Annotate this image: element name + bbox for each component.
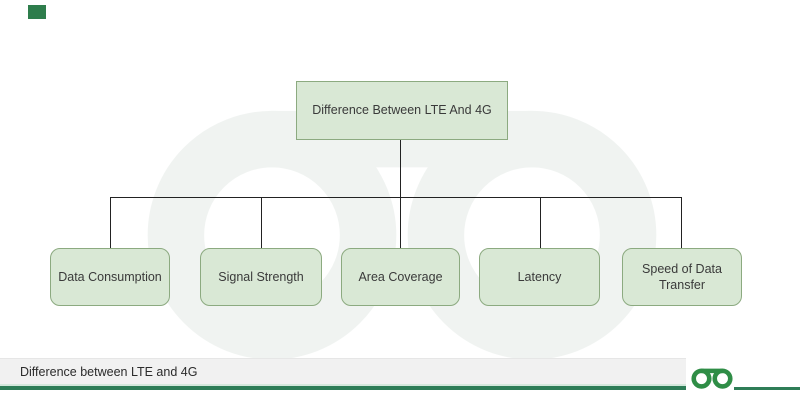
- node-label: Latency: [517, 269, 562, 284]
- diagram-root-node: Difference Between LTE And 4G: [296, 81, 508, 140]
- diagram-node-signal-strength: Signal Strength: [200, 248, 322, 306]
- diagram-node-latency: Latency: [479, 248, 600, 306]
- connector-drop-1: [110, 197, 111, 248]
- diagram-node-data-consumption: Data Consumption: [50, 248, 170, 306]
- connector-drop-5: [681, 197, 682, 248]
- diagram-node-speed-of-data-transfer: Speed of Data Transfer: [622, 248, 742, 306]
- geeksforgeeks-logo-watermark: [147, 110, 657, 360]
- footer-caption: Difference between LTE and 4G: [20, 364, 198, 379]
- footer-rule-right: [734, 387, 800, 390]
- node-label: Signal Strength: [218, 269, 304, 284]
- node-label: Speed of Data Transfer: [642, 261, 722, 292]
- diagram-node-area-coverage: Area Coverage: [341, 248, 460, 306]
- root-node-label: Difference Between LTE And 4G: [312, 103, 492, 118]
- node-label: Data Consumption: [58, 269, 162, 284]
- footer-caption-bar: Difference between LTE and 4G: [0, 358, 686, 384]
- footer-rule-dark: [0, 386, 686, 390]
- connector-drop-2: [261, 197, 262, 248]
- connector-drop-4: [540, 197, 541, 248]
- brand-corner-square: [28, 5, 46, 19]
- footer-rule-light: [0, 384, 686, 386]
- connector-drop-3: [400, 197, 401, 248]
- connector-root-stem: [400, 140, 401, 197]
- geeksforgeeks-logo: [691, 368, 733, 389]
- node-label: Area Coverage: [358, 269, 443, 284]
- connector-horizontal: [110, 197, 682, 198]
